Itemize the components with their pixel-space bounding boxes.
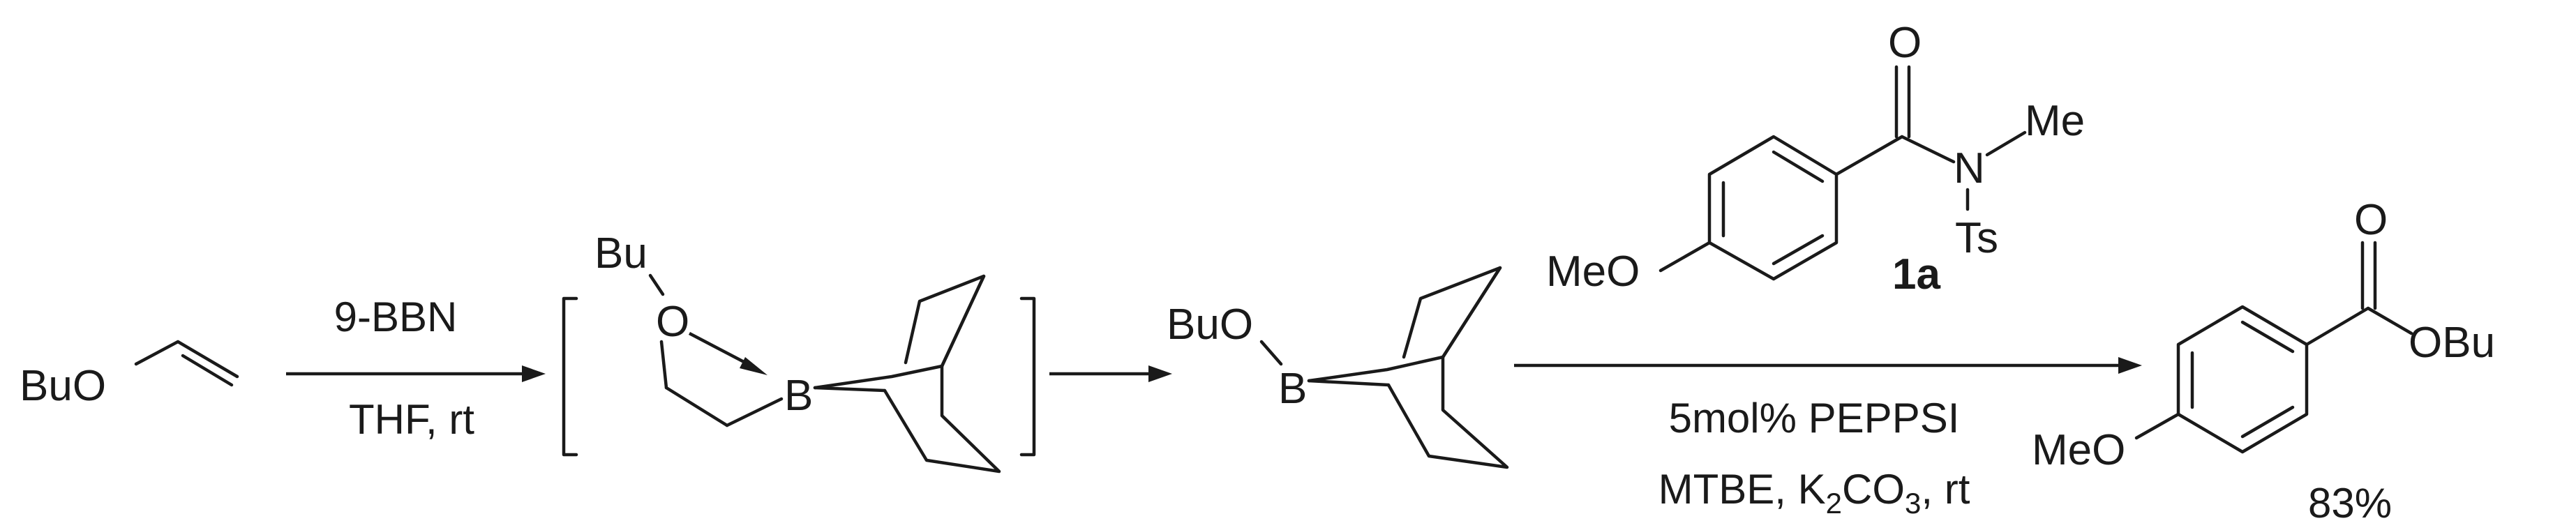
step2-arrow <box>1049 365 1172 382</box>
amide-c-o-double-bond <box>1894 65 1911 139</box>
product-c-o-double-bond <box>2360 241 2377 310</box>
product-ring-inner-2 <box>2240 320 2295 354</box>
bbn2-lower-ring <box>1386 355 1509 469</box>
ch2-b-bond <box>725 397 784 427</box>
bbn-upper-ring <box>904 274 986 368</box>
intermediate-bu-label: Bu <box>594 229 647 278</box>
step1-conditions: THF, rt <box>349 396 474 443</box>
right-bracket <box>1019 296 1036 457</box>
amide-ring-inner-2 <box>1772 150 1825 183</box>
ch2-ch2-bond <box>664 386 729 427</box>
intermediate-o-label: O <box>656 298 689 346</box>
amide-benzene-ring <box>1707 135 1839 281</box>
intermediate-b-label: B <box>784 372 813 420</box>
bbn2-b-bridge <box>1307 355 1445 383</box>
bbn-b-c2 <box>813 386 887 393</box>
alkoxy-borane: BuO B <box>1167 266 1509 469</box>
product-benzene-ring <box>2176 305 2309 454</box>
step1-reagent: 9-BBN <box>334 294 458 340</box>
boronate-buo-label: BuO <box>1167 301 1253 349</box>
bbn-bridgehead <box>940 274 986 368</box>
amide-meo-label: MeO <box>1546 248 1640 296</box>
product-ring-carbonyl-bond <box>2305 306 2370 347</box>
amide-c-o-bond <box>1658 241 1712 273</box>
amide-c-n-bond <box>1900 135 1956 164</box>
left-bracket <box>562 296 578 457</box>
step3-conditions: MTBE, K2CO3, rt <box>1658 466 1970 520</box>
bu-o-bond <box>648 273 665 296</box>
amide-compound-id: 1a <box>1892 250 1940 298</box>
butyl-vinyl-ether: BuO <box>20 340 239 410</box>
amide-o-label: O <box>1888 19 1922 67</box>
amide-me-label: Me <box>2025 97 2085 145</box>
product-c-o-single-bond <box>2366 306 2413 335</box>
o-b-bond <box>1259 340 1283 366</box>
reactant-o-c-bond <box>134 340 180 366</box>
amide-ring-carbonyl-bond <box>1834 135 1904 176</box>
product-ring-inner-3 <box>2240 405 2295 439</box>
o-ch2-bond <box>659 340 668 390</box>
amide-ts-label: Ts <box>1955 214 1998 262</box>
bbn2-b-c2 <box>1307 379 1391 387</box>
step1-arrow: 9-BBN THF, rt <box>286 294 546 443</box>
reactant-vinyl-double-bond <box>176 340 239 379</box>
bbn-lower-ring <box>883 364 1001 474</box>
step3-catalyst: 5mol% PEPPSI <box>1669 395 1960 441</box>
product-yield: 83% <box>2308 480 2392 527</box>
reactant-vinyl-double-bond-inner <box>181 354 234 387</box>
amide-ring-inner-3 <box>1772 234 1825 266</box>
reactant-buo-label: BuO <box>20 362 106 410</box>
amide-n-label: N <box>1954 144 1985 192</box>
product-c-o-bond <box>2134 412 2180 440</box>
product-ester: MeO O OBu 83% <box>2032 196 2495 527</box>
boronate-b-label: B <box>1278 365 1307 413</box>
amide-n-me-bond <box>1985 130 2027 157</box>
step3-arrow: 5mol% PEPPSI MTBE, K2CO3, rt <box>1514 357 2142 520</box>
intermediate-complex: Bu O B <box>562 229 1036 474</box>
bbn-b-bridge <box>813 364 944 390</box>
product-o-label: O <box>2354 196 2388 244</box>
product-meo-label: MeO <box>2032 426 2125 474</box>
amide-1a: MeO O N Me Ts 1a <box>1546 19 2085 298</box>
bbn2-bridgehead <box>1441 266 1502 359</box>
product-obu-label: OBu <box>2409 319 2495 367</box>
